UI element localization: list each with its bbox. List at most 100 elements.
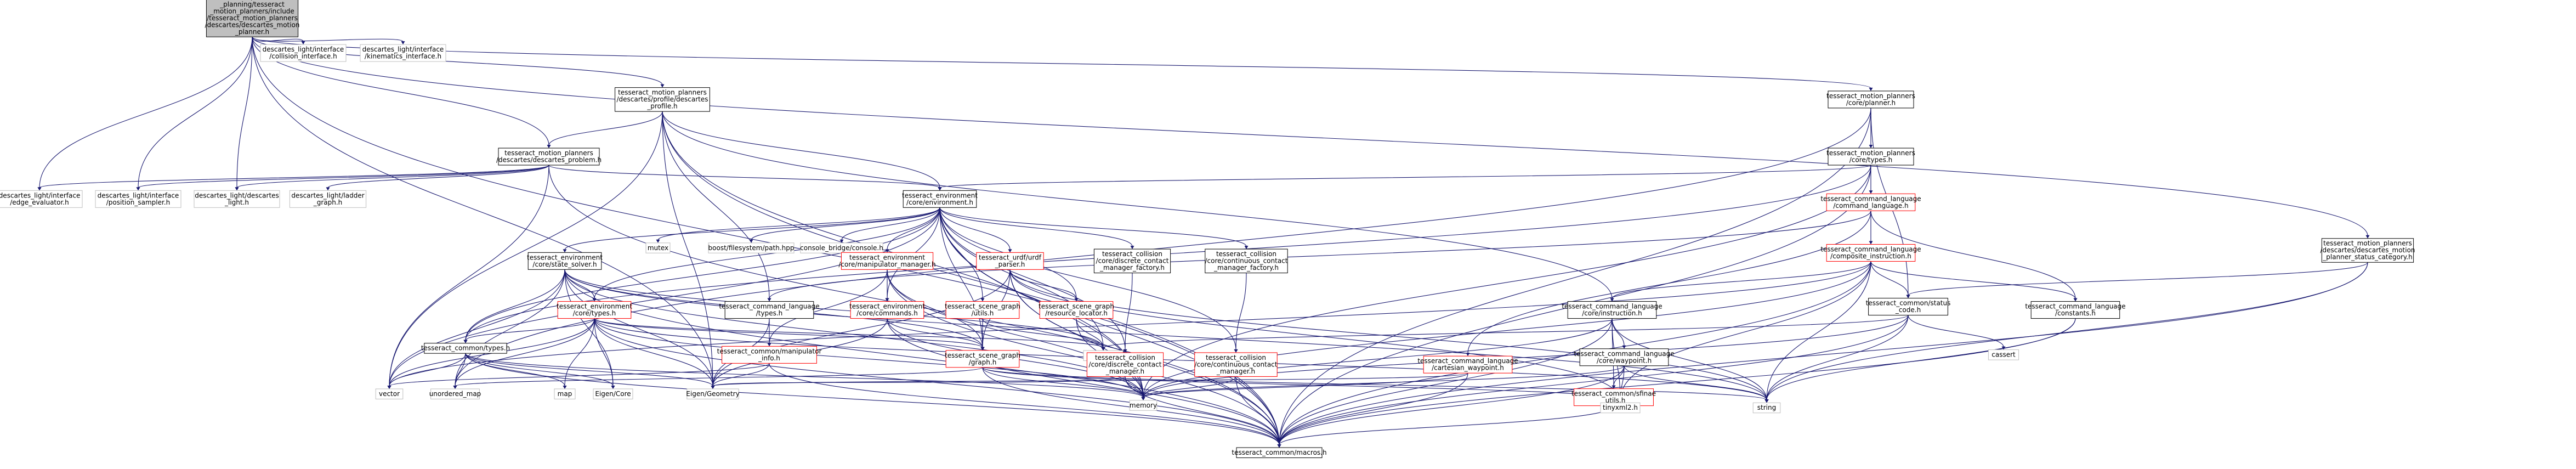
edge-arrowhead (1906, 295, 1910, 298)
edge-cl_instr-to-macros (1279, 318, 1613, 445)
edge-mp_planner-to-macros (1279, 108, 1871, 445)
edge-env_types-to-macros (594, 318, 1280, 445)
edge-arrowhead (1277, 444, 1281, 448)
node-label: tesseract_command_language (1820, 195, 1921, 202)
node-label: /cartesian_waypoint.h (1432, 364, 1504, 372)
node-label: /composite_instruction.h (1830, 252, 1911, 260)
node-env_types[interactable]: tesseract_environment/core/types.h (557, 301, 632, 319)
node-label: map (558, 390, 572, 398)
edge-sfinae-to-macros (1279, 405, 1614, 445)
node-cl_types[interactable]: tesseract_command_language/types.h (719, 301, 820, 319)
node-cl_const[interactable]: tesseract_command_language/constants.h (2025, 301, 2126, 319)
node-box (1205, 248, 1288, 274)
node-common_manip[interactable]: tesseract_common/manipulator_info.h (717, 346, 822, 364)
node-label: mutex (648, 244, 668, 252)
node-env_state[interactable]: tesseract_environment/core/state_solver.… (527, 252, 603, 270)
node-label: tesseract_collision (1216, 250, 1276, 258)
node-cl_wp[interactable]: tesseract_command_language/core/waypoint… (1574, 348, 1675, 366)
node-box (615, 87, 710, 112)
node-common_types[interactable]: tesseract_common/types.h (421, 343, 510, 354)
node-common_status[interactable]: tesseract_common/status_code.h (1866, 298, 1951, 316)
node-box (2030, 301, 2120, 319)
node-box (850, 301, 924, 319)
node-mp_planner[interactable]: tesseract_motion_planners/core/planner.h (1826, 91, 1915, 109)
edge-env-to-sg_graph (939, 207, 983, 348)
node-mp_prof[interactable]: tesseract_motion_planners/descartes/prof… (615, 87, 710, 112)
node-cl_cart[interactable]: tesseract_command_language/cartesian_way… (1417, 355, 1518, 374)
edge-env_types-to-memory (594, 318, 1144, 398)
edge-mp_types-to-env (939, 165, 1871, 188)
node-label: _info.h (758, 354, 780, 362)
node-label: tesseract_command_language (1562, 303, 1662, 310)
edge-arrowhead (235, 187, 239, 191)
node-box (1828, 91, 1914, 109)
node-label: Eigen/Core (595, 390, 631, 398)
edge-env_types-to-common_types (465, 318, 595, 341)
node-mp_types[interactable]: tesseract_motion_planners/core/types.h (1826, 148, 1915, 166)
node-label: cassert (1991, 351, 2016, 359)
node-label: tesseract_urdf/urdf (979, 253, 1042, 261)
node-sg_utils[interactable]: tesseract_scene_graph/utils.h (945, 301, 1020, 319)
edge-env-to-vector (389, 207, 940, 386)
node-label: _planner_status_category.h (2322, 253, 2412, 261)
node-root[interactable]: tesseract/tesseract_planning/tesseract_m… (205, 0, 300, 37)
node-env_cmds[interactable]: tesseract_environment/core/commands.h (849, 301, 925, 319)
edge-env-to-env_types (594, 207, 940, 299)
edge-env-to-functional (939, 207, 1104, 348)
edge-root-to-dl_kin (252, 36, 404, 42)
node-label: tesseract_command_language (1820, 245, 1921, 253)
node-box (424, 343, 507, 354)
node-coll_disc_fact[interactable]: tesseract_collision/core/discrete_contac… (1093, 248, 1171, 274)
edge-arrowhead (1612, 385, 1616, 389)
node-console: console_bridge/console.h (800, 242, 883, 253)
node-coll_cont_fact[interactable]: tesseract_collision/core/continuous_cont… (1205, 248, 1288, 274)
node-coll_disc[interactable]: tesseract_collision/core/discrete_contac… (1086, 352, 1164, 377)
node-sg_res[interactable]: tesseract_scene_graph/resource_locator.h (1039, 301, 1114, 319)
edge-mp_prof-to-vector (389, 111, 663, 386)
node-sg_graph[interactable]: tesseract_scene_graph/graph.h (945, 350, 1020, 368)
node-label: tesseract_common/status (1866, 300, 1951, 307)
node-cl_comp[interactable]: tesseract_command_language/composite_ins… (1820, 244, 1921, 262)
edge-arrowhead (1008, 249, 1012, 253)
node-box (1423, 355, 1513, 374)
node-cl_cmd[interactable]: tesseract_command_language/command_langu… (1820, 193, 1921, 211)
node-label: tesseract_common/types.h (421, 344, 510, 352)
edge-env_state-to-eigen_core (564, 269, 614, 386)
edge-urdf-to-tinyxml (1009, 269, 1621, 400)
edge-mp_prof-to-mp_prob (548, 111, 663, 146)
node-urdf[interactable]: tesseract_urdf/urdf_parser.h (976, 252, 1044, 270)
edge-arrowhead (301, 41, 305, 45)
node-cl_instr[interactable]: tesseract_command_language/core/instruct… (1562, 301, 1663, 319)
node-env[interactable]: tesseract_environment/core/environment.h (902, 190, 978, 208)
node-label: /core/manipulator_manager.h (838, 261, 935, 268)
node-box (1752, 402, 1781, 414)
edge-arrowhead (2073, 298, 2078, 302)
edge-mp_status-to-common_status (1908, 262, 2368, 296)
node-macros[interactable]: tesseract_common/macros.h (1232, 447, 1327, 459)
node-label: /collision_interface.h (269, 53, 337, 60)
node-mp_prob[interactable]: tesseract_motion_planners/descartes/desc… (496, 148, 602, 166)
node-label: tesseract_command_language (719, 303, 819, 310)
node-label: _planning/tesseract (219, 1, 285, 8)
node-coll_cont[interactable]: tesseract_collision/core/continuous_cont… (1194, 352, 1278, 377)
node-box (498, 148, 600, 166)
node-box (95, 190, 181, 208)
edge-arrowhead (839, 239, 844, 243)
edge-env_types-to-eigen_core (594, 318, 614, 386)
edge-env_types-to-functional (594, 318, 1104, 348)
node-label: tesseract_motion_planners (2323, 240, 2412, 247)
edge-arrowhead (1101, 347, 1105, 351)
node-box (2321, 238, 2414, 263)
edge-urdf-to-sg_res (1009, 269, 1077, 299)
node-box (1988, 349, 2019, 360)
node-eigen_core: Eigen/Core (593, 388, 633, 399)
node-mp_status[interactable]: tesseract_motion_planners/descartes/desc… (2320, 238, 2415, 263)
node-env_manip[interactable]: tesseract_environment/core/manipulator_m… (838, 252, 936, 270)
edge-arrowhead (660, 84, 665, 88)
edge-arrowhead (656, 239, 660, 243)
edge-cl_cmd-to-cl_types (769, 211, 1871, 299)
node-label: _profile.h (646, 103, 677, 110)
edge-coll_cont-to-memory (1143, 376, 1236, 398)
edge-common_manip-to-eigen_geom (712, 363, 770, 387)
edge-env_state-to-common_types (465, 269, 565, 341)
